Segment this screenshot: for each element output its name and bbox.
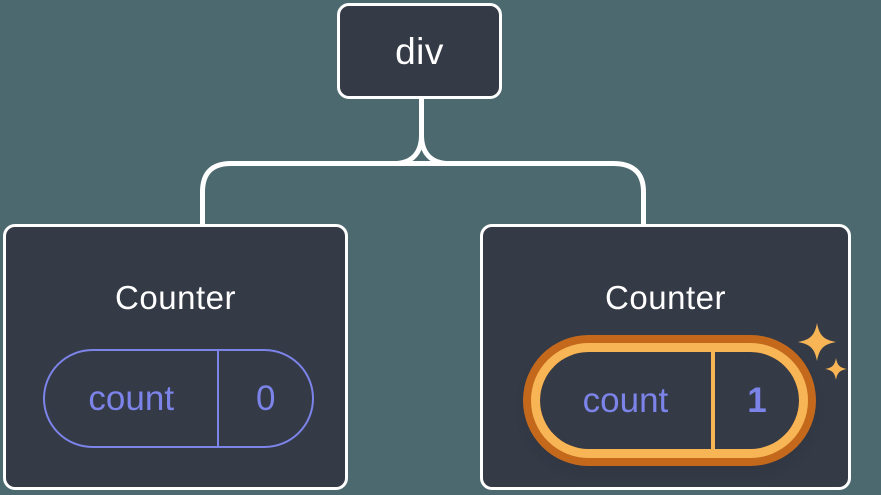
- sparkle-large: [798, 323, 836, 361]
- state-pill: count 0: [43, 349, 314, 448]
- component-title: Counter: [605, 279, 726, 316]
- connector-rail: [200, 161, 646, 226]
- sparkles-icon: [798, 323, 847, 380]
- component-title: Counter: [115, 279, 236, 316]
- connector-fork-right: [419, 134, 450, 166]
- state-pill-highlighted: count 1: [540, 352, 799, 449]
- counter-card-left: Counter count 0: [3, 224, 348, 490]
- state-value: 0: [256, 378, 276, 418]
- state-name: count: [540, 352, 715, 449]
- root-node-label: div: [395, 30, 444, 72]
- connector-fork-left: [393, 134, 424, 166]
- state-name: count: [45, 351, 220, 446]
- root-node-div: div: [337, 3, 502, 99]
- counter-card-right: Counter count 1: [480, 224, 851, 490]
- state-value: 1: [747, 380, 767, 420]
- sparkle-small: [825, 358, 847, 380]
